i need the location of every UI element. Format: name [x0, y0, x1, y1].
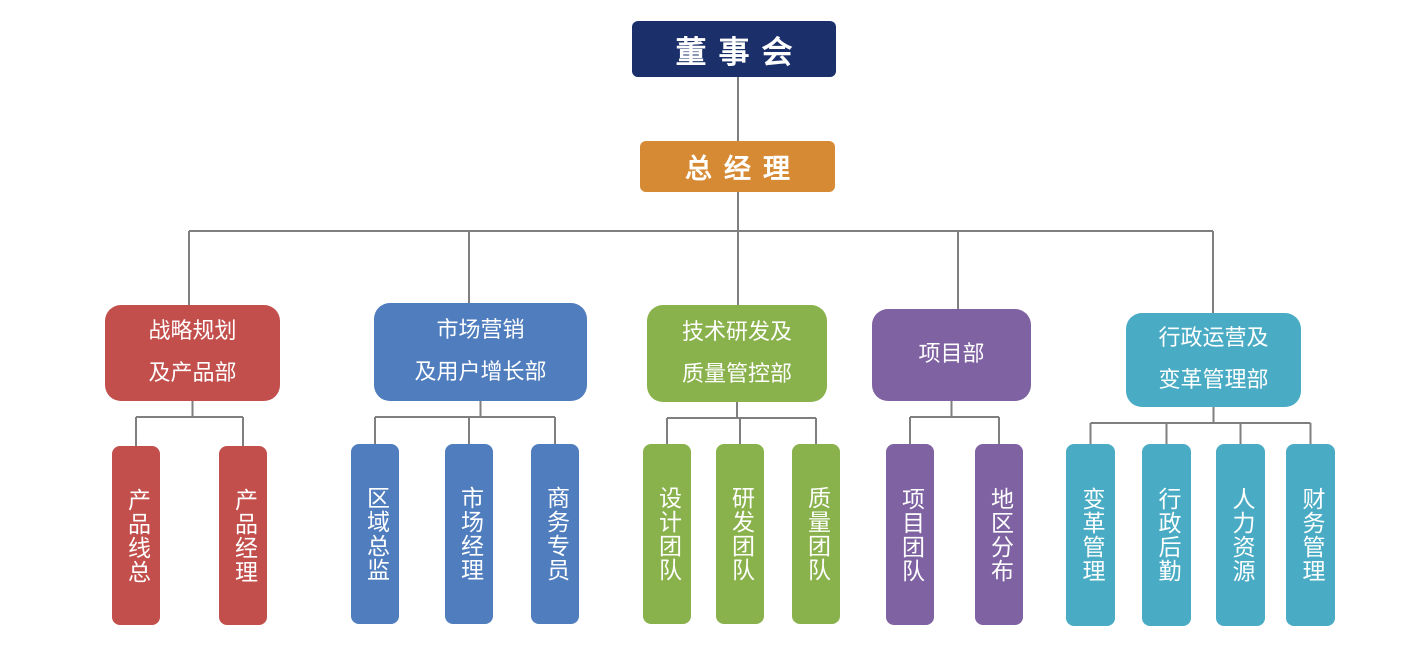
team-box: 项目团队	[886, 444, 934, 625]
department-box: 战略规划 及产品部	[105, 305, 280, 401]
team-box: 区域总监	[351, 444, 399, 624]
department-box: 技术研发及 质量管控部	[647, 305, 827, 402]
team-box: 研发团队	[716, 444, 764, 624]
team-box: 财务管理	[1286, 444, 1335, 626]
department-box: 市场营销 及用户增长部	[374, 303, 587, 401]
team-box: 产品线总	[112, 446, 160, 625]
team-box: 地区分布	[975, 444, 1023, 625]
department-box: 项目部	[872, 309, 1031, 401]
team-box: 设计团队	[643, 444, 691, 624]
general-manager-box: 总经理	[640, 141, 835, 192]
board-box: 董事会	[632, 21, 836, 77]
team-box: 市场经理	[445, 444, 493, 624]
team-box: 变革管理	[1066, 444, 1115, 626]
department-box: 行政运营及 变革管理部	[1126, 313, 1301, 407]
team-box: 质量团队	[792, 444, 840, 624]
team-box: 产品经理	[219, 446, 267, 625]
team-box: 人力资源	[1216, 444, 1265, 626]
team-box: 行政后勤	[1142, 444, 1191, 626]
team-box: 商务专员	[531, 444, 579, 624]
